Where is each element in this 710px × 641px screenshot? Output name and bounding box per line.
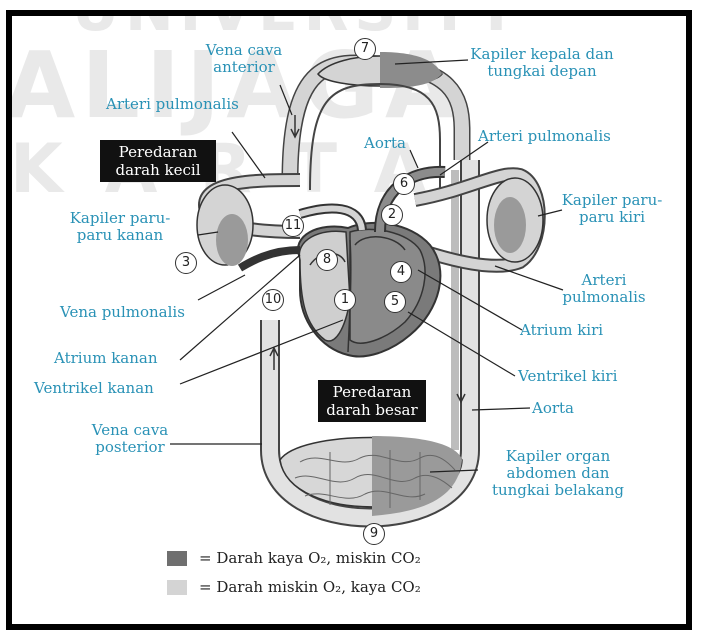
label-atrium-kiri: Atrium kiri: [520, 322, 603, 339]
number-marker-8: 8: [316, 249, 338, 271]
label-ventrikel-kiri: Ventrikel kiri: [518, 368, 617, 385]
small-circulation-box: Peredaran darah kecil: [100, 140, 216, 182]
legend-swatch-light: [167, 580, 187, 595]
label-vena-cava-anterior: Vena cava anterior: [196, 42, 292, 76]
legend-label-dark: = Darah kaya O₂, miskin CO₂: [199, 549, 421, 567]
label-kapiler-kepala: Kapiler kepala dan tungkai depan: [462, 46, 622, 80]
number-marker-10: 10: [262, 289, 284, 311]
legend-oxygen-rich: = Darah kaya O₂, miskin CO₂: [167, 549, 421, 567]
label-arteri-pulmonalis-lower: Arteri pulmonalis: [548, 272, 660, 306]
number-marker-4: 4: [390, 261, 412, 283]
number-marker-7: 7: [354, 38, 376, 60]
label-vena-cava-posterior: Vena cava posterior: [86, 422, 174, 456]
number-marker-1: 1: [334, 289, 356, 311]
legend-oxygen-poor: = Darah miskin O₂, kaya CO₂: [167, 578, 421, 596]
number-marker-6: 6: [393, 173, 415, 195]
large-circulation-box: Peredaran darah besar: [318, 380, 426, 422]
label-ventrikel-kanan: Ventrikel kanan: [34, 380, 154, 397]
number-marker-9: 9: [363, 523, 385, 545]
label-kapiler-paru-kanan: Kapiler paru-paru kanan: [58, 210, 182, 244]
label-kapiler-organ: Kapiler organ abdomen dan tungkai belaka…: [478, 448, 638, 499]
label-arteri-pulmonalis-top: Arteri pulmonalis: [106, 96, 239, 113]
number-marker-5: 5: [384, 291, 406, 313]
legend-label-light: = Darah miskin O₂, kaya CO₂: [199, 578, 421, 596]
number-marker-2: 2: [381, 204, 403, 226]
label-aorta-top: Aorta: [364, 135, 406, 152]
label-arteri-pulmonalis-right: Arteri pulmonalis: [478, 128, 611, 145]
legend-swatch-dark: [167, 551, 187, 566]
label-kapiler-paru-kiri: Kapiler paru-paru kiri: [560, 192, 664, 226]
label-vena-pulmonalis: Vena pulmonalis: [60, 304, 185, 321]
label-atrium-kanan: Atrium kanan: [54, 350, 158, 367]
label-aorta-bottom: Aorta: [532, 400, 574, 417]
number-marker-3: 3: [175, 252, 197, 274]
number-marker-11: 11: [282, 215, 304, 237]
